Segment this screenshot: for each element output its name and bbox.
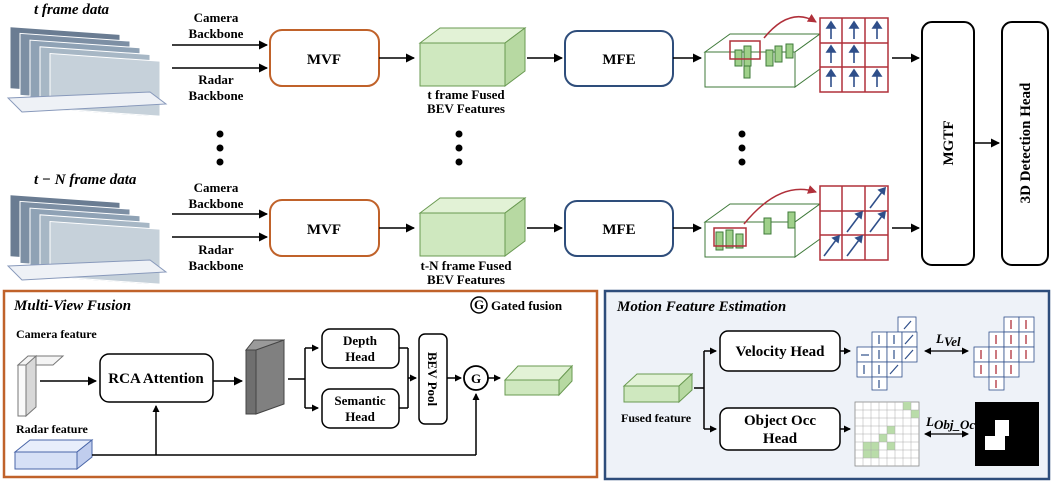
loss-occ-symbol: L [925,414,934,429]
semantic-head-line1: Semantic [334,393,386,408]
radar-plane [6,91,168,113]
gated-fusion-legend-icon [470,296,488,314]
b-fused-label-line2: BEV Features [427,272,505,287]
b-mvf-label: MVF [307,222,341,238]
gated-fusion-legend-symbol: G [474,297,484,312]
mfe-panel: Motion Feature Estimation Fused feature … [603,289,1051,481]
mfe-fused-feature-block [622,372,694,404]
t-mvf-label: MVF [307,52,341,68]
mvf-output-bev [503,364,574,397]
predicted-occupancy-grid [854,401,920,467]
zoom-arrow [763,13,817,39]
gt-velocity-grid [973,316,1035,391]
bev-pool-label: BEV Pool [425,352,440,407]
radar-backbone-line2: Backbone [189,88,244,103]
loss-vel-symbol: L [935,331,944,346]
detection-head-label: 3D Detection Head [1018,82,1034,203]
fused-feature-label: Fused feature [621,411,692,425]
b-fused-label-line1: t-N frame Fused [421,258,513,273]
t-frame-data-label: t frame data [34,2,109,18]
b-mfe-label: MFE [602,222,635,238]
camera-backbone-line2: Backbone [189,26,244,41]
velocity-head-label: Velocity Head [735,344,825,360]
t-velocity-grid [819,17,889,93]
radar-backbone-line1: Radar [198,72,234,87]
ellipsis-dots [216,130,746,166]
object-occ-head-line1: Object Occ [744,413,816,429]
gate-symbol: G [471,371,481,386]
camera-feature-block [16,354,65,418]
t-fused-label-line1: t frame Fused [427,87,505,102]
b-scene-box [703,203,822,258]
loss-occ-subscript: Obj_Occ [934,417,981,432]
depth-head-line2: Head [345,349,375,364]
object-occ-head-line2: Head [763,431,798,447]
mgtf-label: MGTF [941,121,957,166]
camera-backbone-line1: Camera [194,10,239,25]
t-n-frame-camera-images [6,194,168,286]
radar-feature-label: Radar feature [16,422,89,436]
mvf-panel: Multi-View Fusion G Gated fusion Camera … [2,289,599,479]
rca-output-feature [244,339,286,415]
b-camera-backbone-line1: Camera [194,180,239,195]
t-fused-label-line2: BEV Features [427,101,505,116]
b-velocity-grid [819,185,889,261]
camera-feature-label: Camera feature [16,327,97,341]
bottom-row: t − N frame data Camera Backbone Radar B… [6,172,920,287]
t-scene-box [703,33,822,88]
t-fused-bev-slab [418,27,527,87]
predicted-velocity-grid [856,316,918,391]
detection-head-box [1001,21,1049,266]
b-camera-backbone-line2: Backbone [189,196,244,211]
t-frame-camera-images [6,26,168,118]
b-radar-backbone-line1: Radar [198,242,234,257]
gated-fusion-legend-text: Gated fusion [491,298,563,313]
semantic-head-line2: Head [345,409,375,424]
depth-head-line1: Depth [343,333,378,348]
rca-attention-label: RCA Attention [108,371,204,387]
b-radar-backbone-line2: Backbone [189,258,244,273]
rca-attention-box [99,353,214,403]
gt-occupancy-mask [975,402,1039,466]
t-camera-backbone: Camera Backbone [189,10,244,41]
mfe-panel-title: Motion Feature Estimation [616,299,786,315]
top-row: t frame data Camera Backbone Radar Backb… [6,2,920,118]
t-radar-backbone: Radar Backbone [189,72,244,103]
loss-vel-subscript: Vel [944,334,961,349]
b-fused-bev-slab [418,197,527,257]
bev-pool-box [418,333,448,425]
t-mfe-label: MFE [602,52,635,68]
mvf-panel-title: Multi-View Fusion [13,298,131,314]
radar-feature-block [13,438,94,471]
t-n-frame-data-label: t − N frame data [34,172,137,188]
b-zoom-arrow [743,185,817,225]
